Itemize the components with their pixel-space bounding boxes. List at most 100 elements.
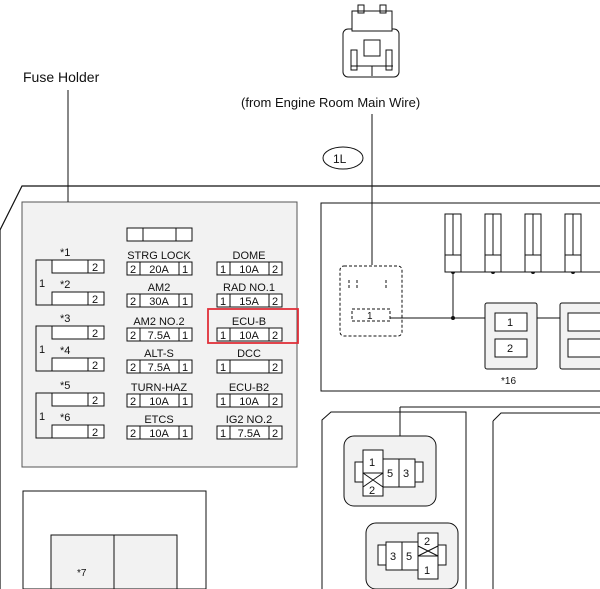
- mid-fuse-cell-3: [126, 359, 193, 374]
- tall-fuses: [444, 213, 582, 273]
- right-fuse-p1-2: 1: [220, 330, 226, 342]
- housing-outline: [0, 185, 600, 231]
- connector-id-badge: [322, 146, 364, 170]
- left-pin2-6: 2: [92, 427, 98, 439]
- ref-4: *4: [60, 345, 70, 357]
- mid-fuse-name-4: TURN-HAZ: [131, 382, 187, 394]
- left-bracket-3: [35, 392, 52, 439]
- mid-fuse-amp-1: 30A: [149, 296, 169, 308]
- right-fuse-p2-4: 2: [272, 396, 278, 408]
- dashed-connector: [339, 265, 403, 337]
- mid-fuse-p2-3: 1: [182, 362, 188, 374]
- conn-b-pin-5: 5: [406, 551, 412, 563]
- connector-b: [365, 522, 459, 589]
- left-pin2-1: 2: [92, 262, 98, 274]
- conn-a-pin-1: 1: [369, 457, 375, 469]
- conn-a-pin-3: 3: [403, 468, 409, 480]
- right-fuse-p2-1: 2: [272, 296, 278, 308]
- ref-3: *3: [60, 313, 70, 325]
- relay-pin-box-2: [494, 338, 528, 358]
- mid-fuse-p2-0: 1: [182, 264, 188, 276]
- relay-pin-box-1: [494, 312, 528, 332]
- right-fuse-name-2: ECU-B: [232, 316, 266, 328]
- left-pin2-5: 2: [92, 395, 98, 407]
- right-fuse-name-3: DCC: [237, 348, 261, 360]
- ecu-b-highlight: [207, 308, 299, 344]
- mid-fuse-p1-2: 2: [130, 330, 136, 342]
- mid-fuse-name-3: ALT-S: [144, 348, 174, 360]
- conn-a-pin-2: 2: [369, 485, 375, 497]
- right-fuse-p1-3: 1: [220, 362, 226, 374]
- lower-ref: *7: [77, 568, 87, 579]
- right-fuse-amp-1: 15A: [239, 296, 259, 308]
- right-fuse-p2-3: 2: [272, 362, 278, 374]
- left-pin2-2: 2: [92, 294, 98, 306]
- connector-id-text: 1L: [333, 152, 347, 166]
- left-pin2-3: 2: [92, 328, 98, 340]
- mid-fuse-p1-0: 2: [130, 264, 136, 276]
- conn-b-pin-1: 1: [424, 565, 430, 577]
- mid-fuse-p1-4: 2: [130, 396, 136, 408]
- right-fuse-p2-0: 2: [272, 264, 278, 276]
- right-fuse-cell-3: [216, 359, 283, 374]
- mid-fuse-p2-5: 1: [182, 428, 188, 440]
- mid-fuse-cell-5: [126, 425, 193, 440]
- left-cells: [51, 259, 105, 439]
- right-fuse-p1-1: 1: [220, 296, 226, 308]
- right-fuse-amp-4: 10A: [239, 396, 259, 408]
- right-fuse-p1-4: 1: [220, 396, 226, 408]
- ref-1: *1: [60, 247, 70, 259]
- junction-dot-1: [451, 316, 455, 320]
- left-pin1-a: 1: [39, 278, 45, 290]
- right-fuse-cell-2: [216, 327, 283, 342]
- right-fuse-name-1: RAD NO.1: [223, 282, 275, 294]
- mid-fuse-name-5: ETCS: [144, 414, 173, 426]
- from-wire-label: (from Engine Room Main Wire): [241, 95, 420, 110]
- conn-b-pin-3: 3: [390, 551, 396, 563]
- mid-fuse-name-2: AM2 NO.2: [133, 316, 184, 328]
- mid-fuse-amp-0: 20A: [149, 264, 169, 276]
- engine-room-connector-icon: [342, 4, 400, 78]
- mid-fuse-p1-3: 2: [130, 362, 136, 374]
- mid-fuse-amp-2: 7.5A: [148, 330, 171, 342]
- mid-fuse-cell-4: [126, 393, 193, 408]
- mid-fuse-amp-4: 10A: [149, 396, 169, 408]
- lower-left-module: [22, 490, 207, 589]
- right-fuse-cell-5: [216, 425, 283, 440]
- right-module-outline: [320, 202, 600, 392]
- right-fuse-amp-0: 10A: [239, 264, 259, 276]
- mid-fuse-p2-2: 1: [182, 330, 188, 342]
- right-fuse-p1-5: 1: [220, 428, 226, 440]
- conn-b-pin-2: 2: [424, 536, 430, 548]
- mid-fuse-name-0: STRG LOCK: [127, 250, 191, 262]
- ref-5: *5: [60, 380, 70, 392]
- right-fuse-cell-1: [216, 293, 283, 308]
- right-fuse-name-4: ECU-B2: [229, 382, 269, 394]
- relay-pin-2: 2: [507, 343, 513, 355]
- ref-2: *2: [60, 279, 70, 291]
- right-fuse-p1-0: 1: [220, 264, 226, 276]
- mid-fuse-p2-4: 1: [182, 396, 188, 408]
- mid-fuse-p2-1: 1: [182, 296, 188, 308]
- mid-fuse-cell-2: [126, 327, 193, 342]
- mid-fuse-amp-5: 10A: [149, 428, 169, 440]
- right-fuse-cell-4: [216, 393, 283, 408]
- left-bracket-1: [35, 259, 52, 306]
- mid-fuse-name-1: AM2: [148, 282, 171, 294]
- left-pin1-c: 1: [39, 411, 45, 423]
- mid-fuse-p1-5: 2: [130, 428, 136, 440]
- relay-right-box-2: [567, 338, 600, 358]
- mid-fuse-cell-1: [126, 293, 193, 308]
- dashed-pin-label: 1: [367, 311, 373, 322]
- ref-6: *6: [60, 412, 70, 424]
- strg-lock-top: [126, 227, 193, 242]
- relay-pin-1: 1: [507, 317, 513, 329]
- right-fuse-amp-5: 7.5A: [238, 428, 261, 440]
- lower-module-a: [321, 411, 467, 589]
- mid-fuse-cell-0: [126, 261, 193, 276]
- mid-fuse-amp-3: 7.5A: [148, 362, 171, 374]
- mid-fuse-p1-1: 2: [130, 296, 136, 308]
